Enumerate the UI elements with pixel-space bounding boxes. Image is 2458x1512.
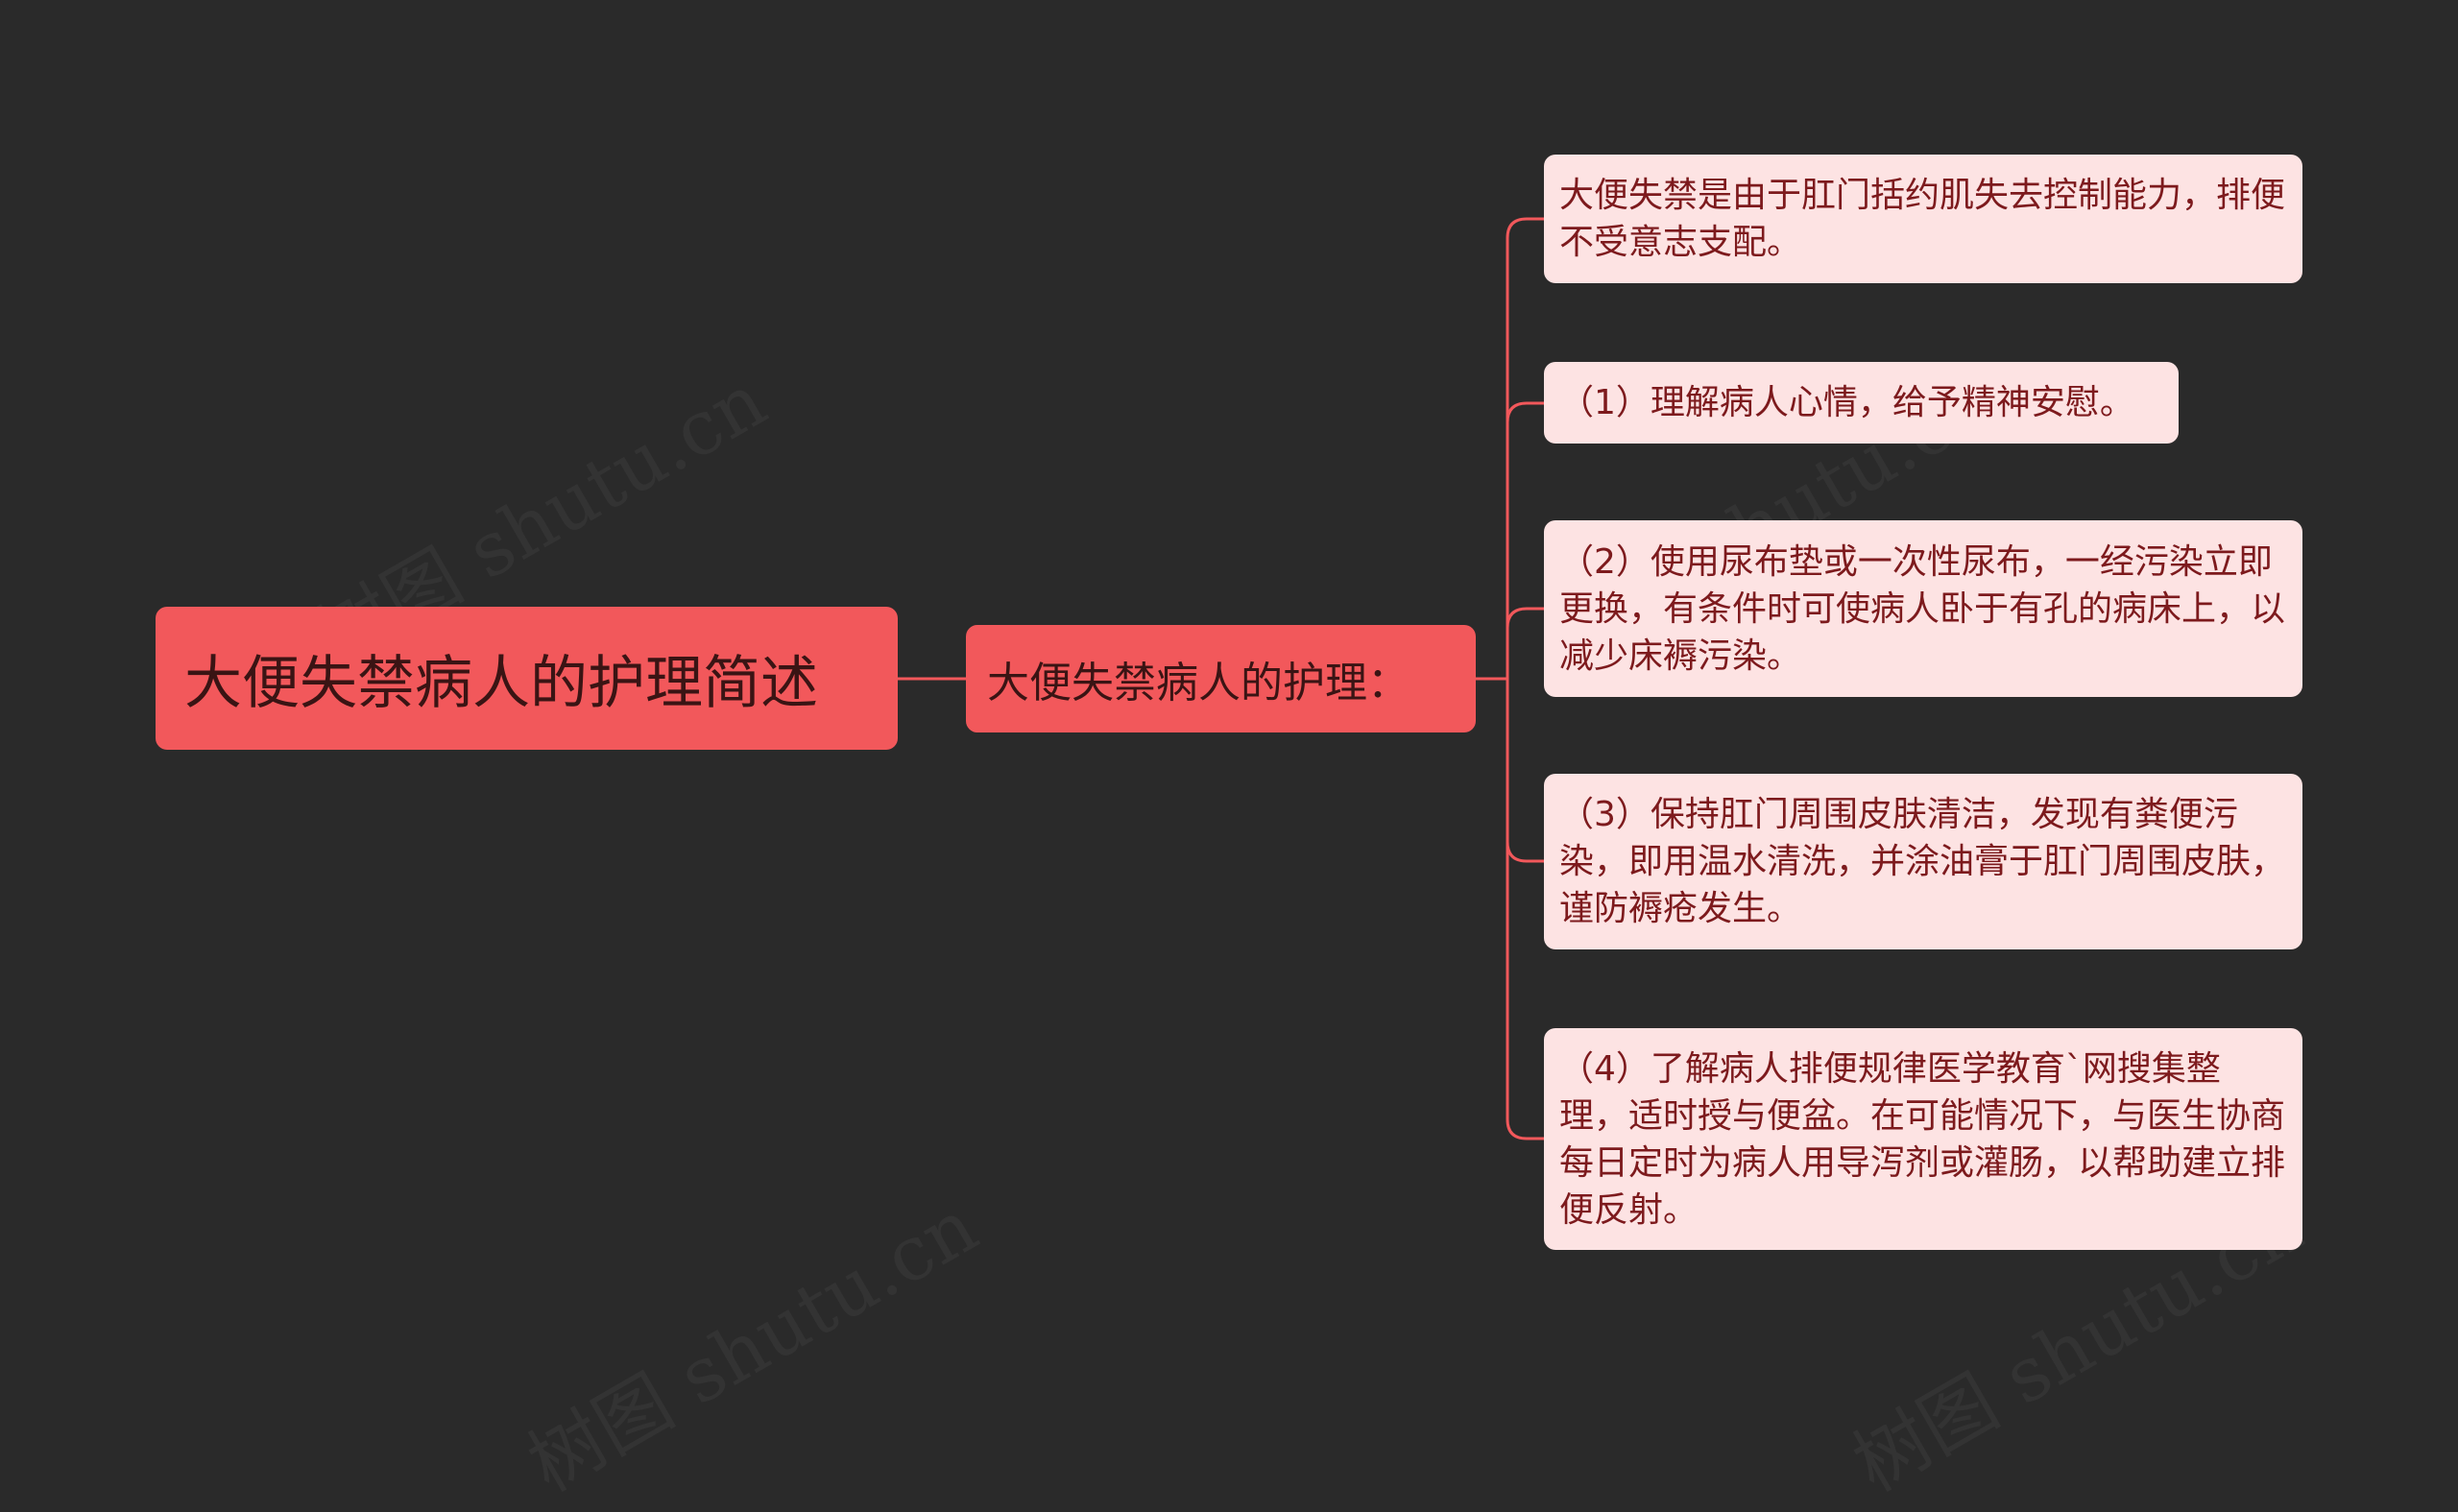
leaf-2-connector bbox=[1506, 607, 1544, 679]
leaf-topic-definition[interactable]: 大便失禁是由于肛门括约肌失去控制能力，排便不受意志支配。 bbox=[1544, 155, 2302, 283]
leaf-topic-2[interactable]: （2）使用尿布垫或一次性尿布，一经污染立即更换，有条件时可使病人卧于有孔的病床上… bbox=[1544, 520, 2302, 697]
branch-topic[interactable]: 大便失禁病人的护理： bbox=[966, 625, 1476, 732]
leaf-topic-label: （3）保持肛门周围皮肤清洁，发现有粪便污染，即用温水清洗，并涂油膏于肛门周围皮肤… bbox=[1559, 795, 2286, 928]
leaf-topic-label: （1）理解病人心情，给予精神安慰。 bbox=[1559, 383, 2134, 422]
leaf-1-connector bbox=[1506, 401, 1544, 679]
leaf-0-connector bbox=[1506, 217, 1544, 679]
root-topic-label: 大便失禁病人的护理简述 bbox=[184, 650, 818, 717]
leaf-3-connector bbox=[1506, 679, 1544, 863]
leaf-topic-4[interactable]: （4）了解病人排便规律医学教育`网搜集整理，适时授与便盆。在可能情况下，与医生协… bbox=[1544, 1028, 2302, 1250]
leaf-4-connector bbox=[1506, 679, 1544, 1140]
connector-lines bbox=[898, 217, 1544, 1140]
leaf-topic-1[interactable]: （1）理解病人心情，给予精神安慰。 bbox=[1544, 362, 2179, 444]
leaf-topic-3[interactable]: （3）保持肛门周围皮肤清洁，发现有粪便污染，即用温水清洗，并涂油膏于肛门周围皮肤… bbox=[1544, 774, 2302, 949]
root-topic[interactable]: 大便失禁病人的护理简述 bbox=[156, 607, 898, 750]
leaf-topic-label: 大便失禁是由于肛门括约肌失去控制能力，排便不受意志支配。 bbox=[1559, 176, 2286, 262]
branch-topic-label: 大便失禁病人的护理： bbox=[987, 659, 1410, 708]
leaf-topic-label: （4）了解病人排便规律医学教育`网搜集整理，适时授与便盆。在可能情况下，与医生协… bbox=[1559, 1048, 2286, 1230]
leaf-topic-label: （2）使用尿布垫或一次性尿布，一经污染立即更换，有条件时可使病人卧于有孔的病床上… bbox=[1559, 541, 2286, 676]
